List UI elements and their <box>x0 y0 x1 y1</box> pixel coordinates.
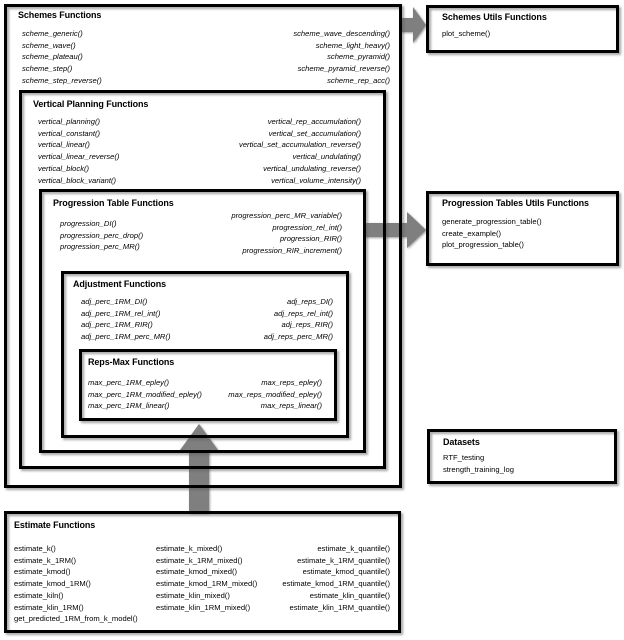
function-item: generate_progression_table() <box>442 217 542 226</box>
function-item: estimate_kiln() <box>14 590 64 600</box>
function-item: scheme_plateau() <box>22 52 83 62</box>
reps-max-functions-box: Reps-Max Functions max_perc_1RM_epley() … <box>79 349 337 421</box>
function-item: scheme_step() <box>22 64 73 74</box>
arrow-progression-to-progression-utils <box>364 212 426 248</box>
function-item: progression_RIR() <box>279 234 342 244</box>
function-item: progression_rel_int() <box>272 222 342 232</box>
box-title: Progression Tables Utils Functions <box>442 198 589 208</box>
function-item: progression_perc_drop() <box>60 230 144 240</box>
dataset-item: RTF_testing <box>443 453 485 462</box>
box-title: Schemes Functions <box>18 10 102 20</box>
function-item: scheme_wave() <box>22 40 76 50</box>
arrow-schemes-to-schemes-utils <box>400 7 426 43</box>
arrow-right-icon <box>400 7 426 43</box>
function-item: scheme_pyramid() <box>327 52 390 62</box>
box-title: Adjustment Functions <box>73 279 166 289</box>
function-item: estimate_k_1RM() <box>14 555 77 565</box>
function-item: estimate_klin_1RM() <box>14 602 84 612</box>
function-item: estimate_k() <box>14 544 56 553</box>
function-item: estimate_k_1RM_mixed() <box>156 555 243 565</box>
function-item: max_reps_linear() <box>260 401 322 411</box>
function-item: estimate_klin_mixed() <box>156 590 230 600</box>
function-item: vertical_block() <box>38 163 90 173</box>
function-item: vertical_volume_intensity() <box>271 175 361 185</box>
function-item: vertical_undulating_reverse() <box>263 163 361 173</box>
function-item: estimate_kmod_1RM_mixed() <box>156 579 258 589</box>
function-item: vertical_linear_reverse() <box>38 152 120 162</box>
function-item: estimate_klin_1RM_quantile() <box>289 602 390 612</box>
function-item: scheme_rep_acc() <box>327 75 390 85</box>
function-item: adj_reps_perc_MR() <box>263 332 333 342</box>
function-item: adj_reps_rel_int() <box>273 308 333 318</box>
function-item: max_reps_modified_epley() <box>228 389 322 399</box>
function-item: estimate_kmod() <box>14 567 71 577</box>
function-item: progression_RIR_increment() <box>242 246 342 256</box>
function-item: plot_scheme() <box>442 29 491 38</box>
function-item: scheme_pyramid_reverse() <box>297 64 390 74</box>
function-item: max_perc_1RM_linear() <box>88 401 170 411</box>
function-item: estimate_k_1RM_quantile() <box>297 555 390 565</box>
function-item: vertical_undulating() <box>292 152 361 162</box>
function-item: progression_perc_MR() <box>60 242 140 252</box>
function-item: estimate_kmod_mixed() <box>156 567 238 577</box>
function-item: scheme_step_reverse() <box>22 75 102 85</box>
function-item: estimate_kmod_1RM_quantile() <box>282 579 390 589</box>
function-item: vertical_constant() <box>38 128 101 138</box>
function-item: estimate_kmod_quantile() <box>302 567 390 577</box>
function-item: estimate_klin_1RM_mixed() <box>156 602 251 612</box>
function-item: adj_perc_1RM_DI() <box>81 297 148 306</box>
function-item: vertical_linear() <box>38 140 90 150</box>
datasets-box: Datasets RTF_testing strength_training_l… <box>427 429 617 484</box>
function-item: scheme_generic() <box>22 29 83 38</box>
box-title: Reps-Max Functions <box>88 357 175 367</box>
function-item: vertical_block_variant() <box>38 175 117 185</box>
box-title: Vertical Planning Functions <box>33 99 149 109</box>
function-item: vertical_rep_accumulation() <box>267 117 361 126</box>
function-item: estimate_k_quantile() <box>317 544 390 553</box>
function-item: plot_progression_table() <box>442 240 524 250</box>
function-item: adj_perc_1RM_rel_int() <box>81 308 161 318</box>
function-item: adj_perc_1RM_perc_MR() <box>81 332 171 342</box>
function-item: max_reps_epley() <box>261 378 322 387</box>
function-item: max_perc_1RM_epley() <box>88 378 170 387</box>
dataset-item: strength_training_log <box>443 464 514 474</box>
function-item: estimate_kmod_1RM() <box>14 579 91 589</box>
function-item: scheme_light_heavy() <box>315 40 390 50</box>
function-item: max_perc_1RM_modified_epley() <box>88 389 202 399</box>
box-title: Schemes Utils Functions <box>442 12 547 22</box>
function-item: vertical_set_accumulation_reverse() <box>239 140 361 150</box>
box-title: Estimate Functions <box>14 520 96 530</box>
function-item: vertical_set_accumulation() <box>268 128 361 138</box>
function-item: estimate_k_mixed() <box>156 544 223 553</box>
function-item: estimate_klin_quantile() <box>309 590 390 600</box>
function-item: adj_perc_1RM_RIR() <box>81 320 153 330</box>
box-title: Progression Table Functions <box>53 198 174 208</box>
box-title: Datasets <box>443 437 480 447</box>
function-item: vertical_planning() <box>38 117 101 126</box>
function-item: scheme_wave_descending() <box>293 29 390 38</box>
progression-tables-utils-functions-box: Progression Tables Utils Functions gener… <box>426 191 619 266</box>
function-item: adj_reps_RIR() <box>281 320 334 330</box>
estimate-functions-box: Estimate Functions estimate_k() estimate… <box>4 511 401 633</box>
function-item: adj_reps_DI() <box>286 297 333 306</box>
function-item: get_predicted_1RM_from_k_model() <box>14 614 138 624</box>
function-item: progression_DI() <box>60 219 117 228</box>
function-item: progression_perc_MR_variable() <box>231 211 342 220</box>
schemes-utils-functions-box: Schemes Utils Functions plot_scheme() <box>426 5 619 53</box>
function-item: create_example() <box>442 228 502 238</box>
